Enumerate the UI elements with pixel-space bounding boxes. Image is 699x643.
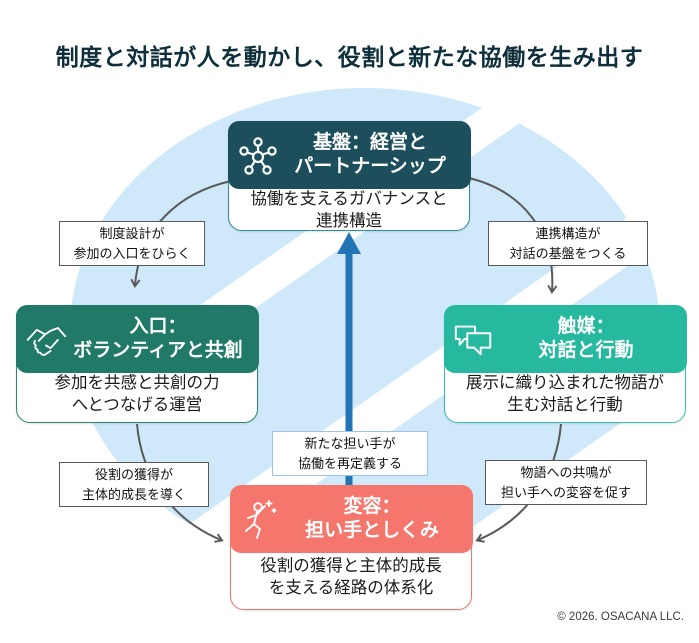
node-foundation-card: 基盤：経営と パートナーシップ 協働を支えるガバナンスと 連携構造 — [227, 120, 471, 231]
edge-label-bottom-right: 物語への共鳴が 担い手への変容を促す — [485, 460, 647, 505]
node-transformation-title: 変容： 担い手としくみ — [305, 496, 439, 541]
node-entry-header: 入口： ボランティアと共創 — [15, 304, 259, 373]
diagram-title: 制度と対話が人を動かし、役割と新たな協働を生み出す — [55, 44, 644, 70]
node-foundation-description: 協働を支えるガバナンスと 連携構造 — [250, 190, 448, 230]
node-catalyst-title: 触媒： 対話と行動 — [538, 316, 634, 361]
copyright-text: © 2026. OSACANA LLC. — [557, 611, 684, 623]
speech-bubbles-icon — [454, 325, 491, 355]
node-transformation-description: 役割の獲得と主体的成長 を支える経路の体系化 — [260, 557, 442, 597]
node-foundation-header: 基盤：経営と パートナーシップ — [227, 120, 471, 189]
edge-label-bottom-left: 役割の獲得が 主体的成長を導く — [59, 462, 209, 507]
handshake-icon — [26, 326, 66, 356]
person-jumping-icon — [244, 499, 276, 539]
node-catalyst-description: 展示に織り込まれた物語が 生む対話と行動 — [466, 374, 664, 414]
network-icon — [238, 136, 277, 175]
node-foundation-title: 基盤：経営と パートナーシップ — [294, 132, 446, 177]
node-entry-description: 参加を共感と共創の力 へとつなげる運営 — [54, 374, 220, 414]
node-transformation-header: 変容： 担い手としくみ — [229, 484, 473, 553]
node-catalyst-card: 触媒： 対話と行動 展示に織り込まれた物語が 生む対話と行動 — [443, 304, 687, 423]
node-transformation-card: 変容： 担い手としくみ 役割の獲得と主体的成長 を支える経路の体系化 — [229, 484, 473, 610]
node-catalyst-header: 触媒： 対話と行動 — [443, 304, 687, 373]
node-entry-card: 入口： ボランティアと共創 参加を共感と共創の力 へとつなげる運営 — [15, 304, 259, 423]
node-entry-title: 入口： ボランティアと共創 — [73, 316, 243, 361]
edge-label-center-return: 新たな担い手が 協働を再定義する — [272, 431, 428, 476]
edge-label-top-right: 連携構造が 対話の基盤をつくる — [488, 221, 648, 266]
edge-label-top-left: 制度設計が 参加の入口をひらく — [59, 221, 205, 266]
